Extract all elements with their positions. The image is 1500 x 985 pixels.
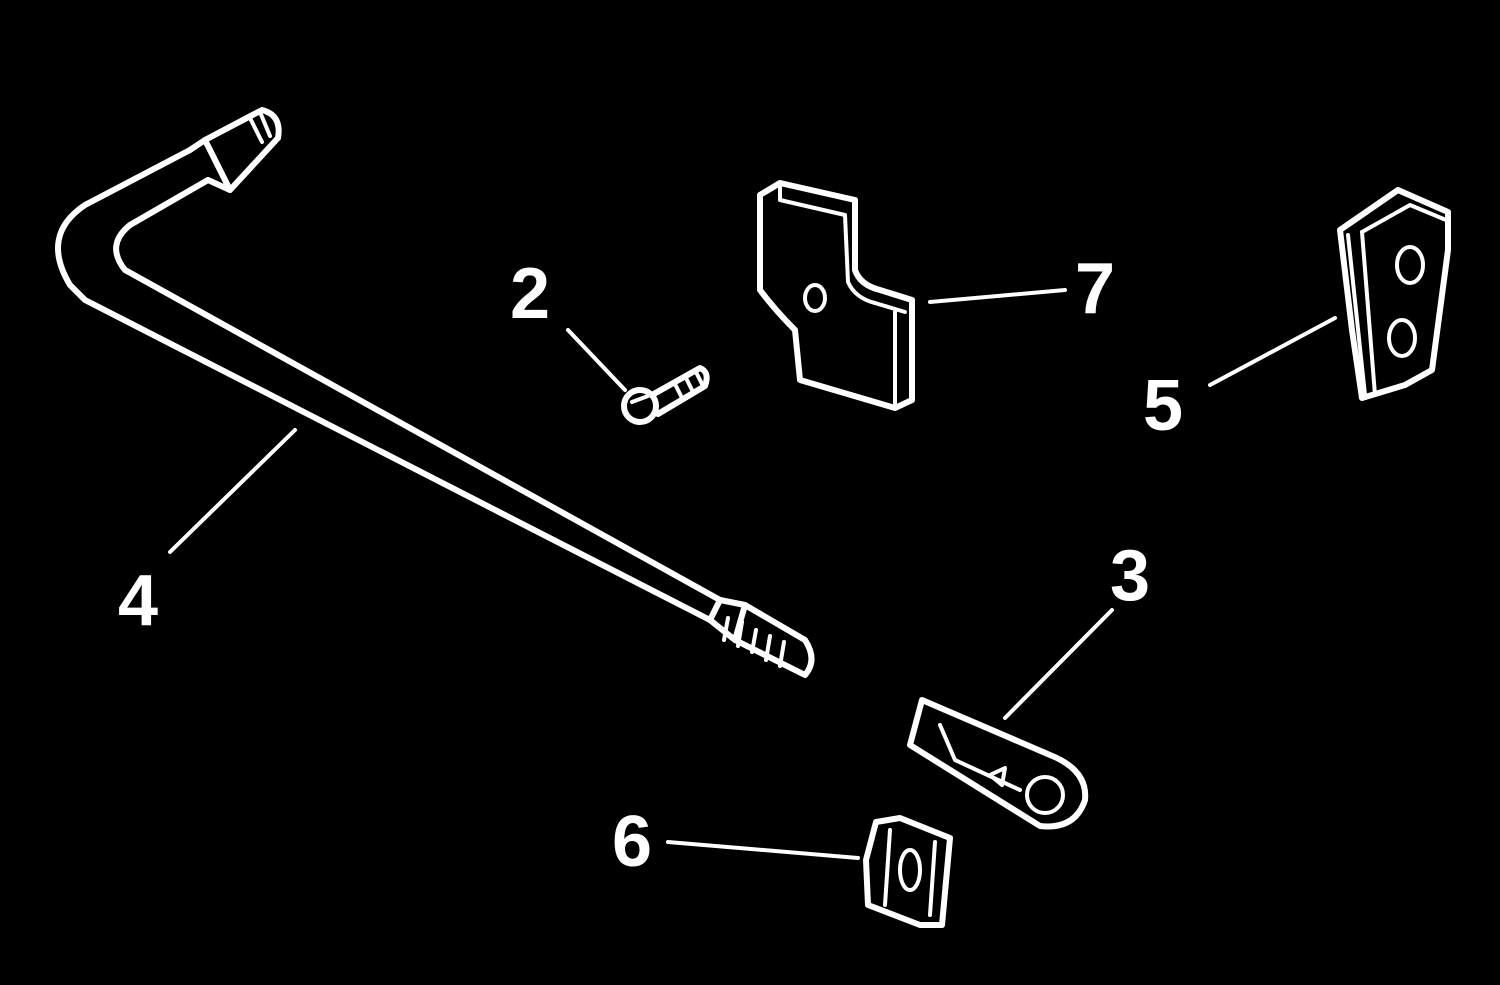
leader-line-4: [168, 428, 297, 554]
leader-line-5: [1208, 316, 1337, 387]
part-2-screw: [621, 365, 710, 425]
callout-2: 2: [510, 254, 550, 334]
callout-6: 6: [612, 802, 652, 882]
leader-line-3: [1003, 608, 1114, 720]
leader-line-7: [928, 288, 1067, 304]
part-4-rod: [55, 107, 815, 678]
part-6-spring-clip: [863, 815, 953, 928]
part-5-clip: [1337, 187, 1451, 401]
part-7-bracket-plate: [757, 180, 915, 411]
callout-5: 5: [1143, 366, 1183, 446]
callout-3: 3: [1110, 536, 1150, 616]
part-3-link-end: [907, 697, 1089, 830]
leader-line-6: [666, 840, 860, 860]
leader-line-2: [566, 328, 627, 392]
callout-7: 7: [1075, 249, 1115, 329]
callout-4: 4: [118, 561, 158, 641]
